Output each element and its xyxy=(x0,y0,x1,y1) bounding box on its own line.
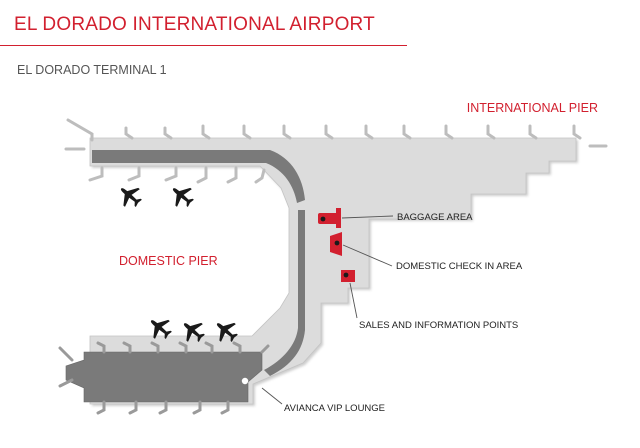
poi-markers xyxy=(241,208,355,385)
checkin-marker-icon xyxy=(330,232,342,256)
gate-int-6 xyxy=(282,124,292,140)
gate-int-5 xyxy=(242,124,252,140)
page-title: EL DORADO INTERNATIONAL AIRPORT xyxy=(14,14,375,35)
vip-marker-icon xyxy=(241,377,249,385)
gate-int-12 xyxy=(528,124,538,140)
baggage-area-label: BAGGAGE AREA xyxy=(397,212,473,223)
international-lower-gates xyxy=(88,166,266,184)
domestic-gates xyxy=(58,341,270,415)
terminal-main-hall xyxy=(89,137,577,405)
gate-dom-13 xyxy=(58,346,74,362)
baggage-marker-icon xyxy=(318,208,341,228)
leader-checkin xyxy=(342,244,393,267)
terminal-subtitle: EL DORADO TERMINAL 1 xyxy=(17,63,167,77)
gate-int-8 xyxy=(364,124,374,140)
gate-int-lower-2 xyxy=(127,166,141,182)
gate-int-3 xyxy=(163,126,173,140)
terminal-building xyxy=(65,137,578,406)
gate-dom-14 xyxy=(58,378,74,388)
gate-int-lower-6 xyxy=(254,168,266,184)
international-concourse xyxy=(92,150,305,203)
connector-corridor xyxy=(264,210,305,376)
gate-dom-11 xyxy=(192,400,202,415)
gate-dom-1 xyxy=(96,341,106,354)
leader-sales xyxy=(349,282,358,319)
gate-dom-3 xyxy=(150,341,160,354)
gate-int-11 xyxy=(486,124,496,140)
vip-lounge-label: AVIANCA VIP LOUNGE xyxy=(284,403,385,414)
gate-dom-7 xyxy=(260,344,270,354)
leader-vip xyxy=(261,387,283,405)
gate-int-9 xyxy=(402,124,412,140)
sales-marker-icon xyxy=(341,270,355,282)
gate-int-4 xyxy=(201,124,211,140)
gate-int-7 xyxy=(324,124,334,140)
gate-dom-8 xyxy=(96,400,106,415)
gate-int-lower-3 xyxy=(164,166,178,182)
gate-int-10 xyxy=(444,124,454,140)
domestic-pier-label: DOMESTIC PIER xyxy=(119,254,218,268)
gate-int-2 xyxy=(124,126,134,140)
gate-dom-5 xyxy=(204,341,214,354)
airplane-icon xyxy=(113,179,147,213)
airplane-icon xyxy=(165,179,199,213)
gate-dom-9 xyxy=(128,400,138,415)
domestic-pier-hall xyxy=(65,351,263,403)
international-gates xyxy=(64,118,608,151)
gate-dom-2 xyxy=(122,341,132,354)
gate-dom-12 xyxy=(220,400,230,415)
checkin-area-label: DOMESTIC CHECK IN AREA xyxy=(396,261,523,272)
gate-dom-6 xyxy=(232,341,242,354)
leader-lines xyxy=(261,215,394,405)
gate-int-1 xyxy=(66,118,94,142)
gate-int-13 xyxy=(572,124,582,140)
international-pier-label: INTERNATIONAL PIER xyxy=(467,101,598,115)
leader-baggage xyxy=(341,215,394,219)
gate-int-lower-1 xyxy=(88,166,104,182)
gate-int-lower-4 xyxy=(196,166,208,184)
gate-dom-4 xyxy=(178,341,188,354)
gate-int-lower-5 xyxy=(226,166,238,184)
sales-info-label: SALES AND INFORMATION POINTS xyxy=(359,320,518,331)
title-divider xyxy=(0,45,407,46)
gate-dom-10 xyxy=(158,400,168,415)
